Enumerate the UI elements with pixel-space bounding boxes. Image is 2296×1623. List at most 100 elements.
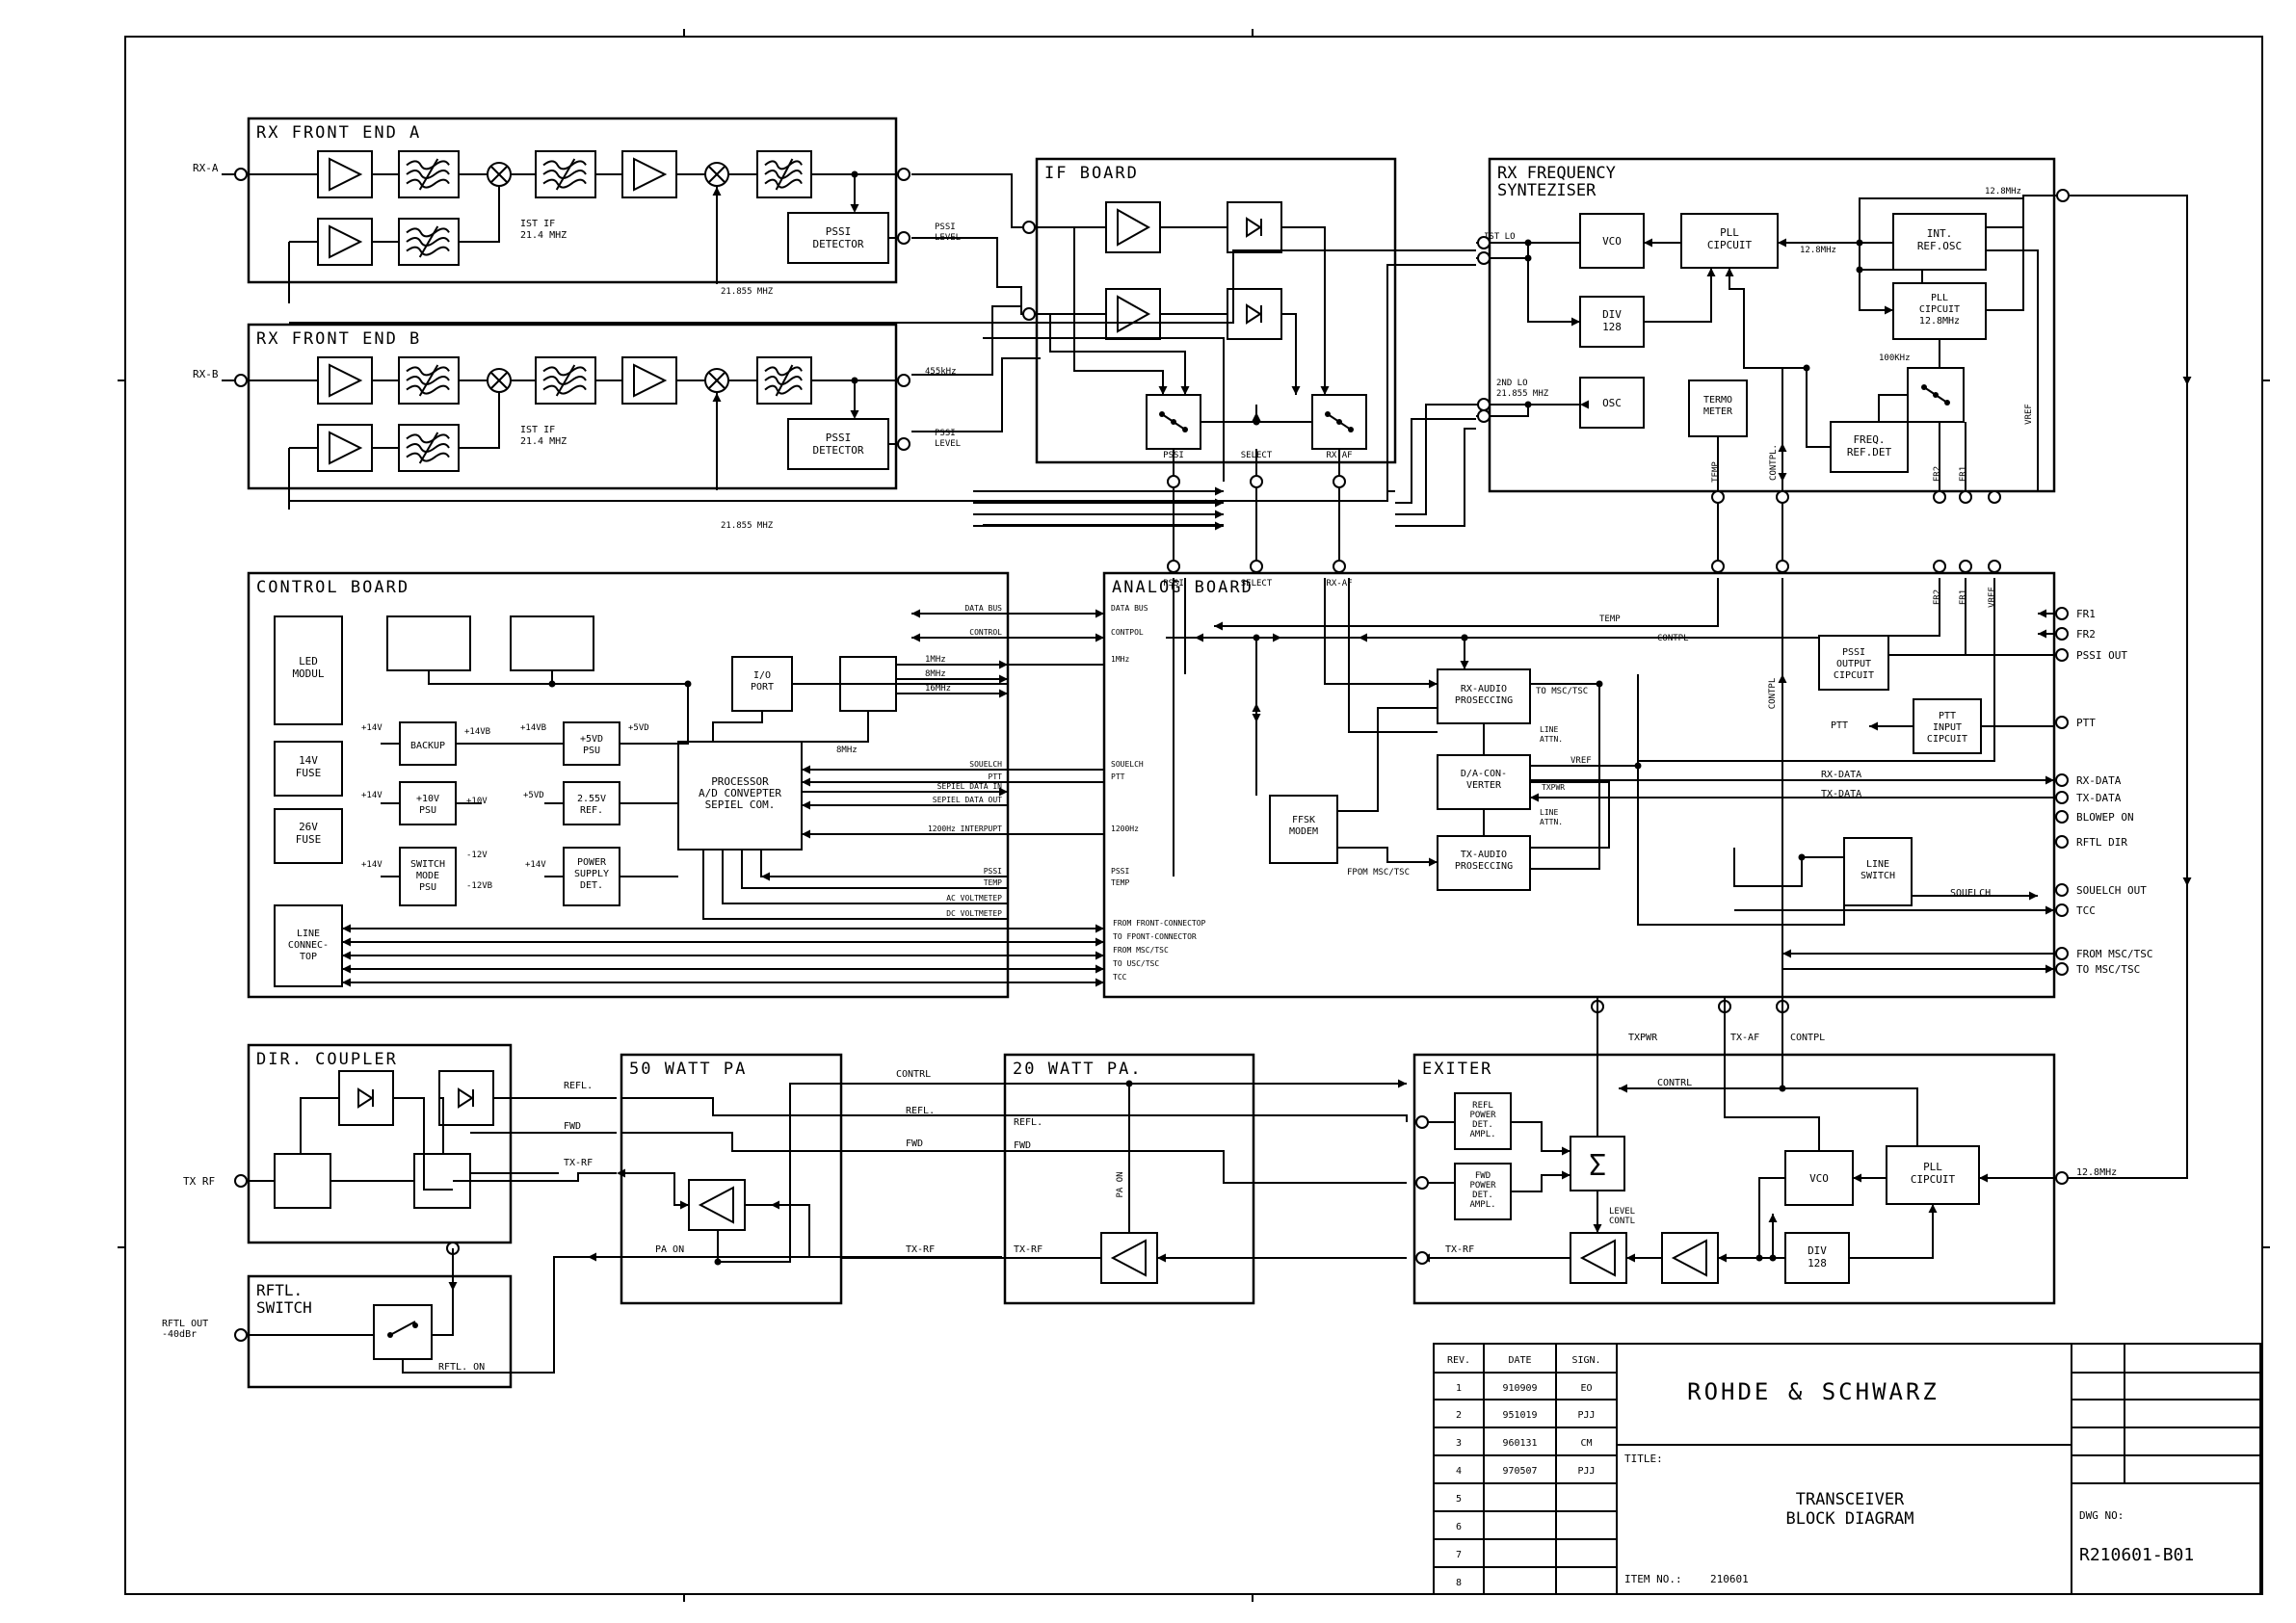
right-port-label: PSSI OUT (2076, 649, 2127, 662)
title-block-header: SIGN. (1571, 1355, 1600, 1366)
signal-line (1781, 1007, 1918, 1146)
refl-label: REFL. (1014, 1117, 1042, 1128)
arrow-head (999, 660, 1008, 669)
vco-label: VCO (1602, 235, 1622, 248)
diode-icon (1246, 217, 1262, 238)
arrow-head (1562, 1170, 1570, 1180)
vref-label: VREF (2024, 404, 2034, 425)
dir-coupler-board-title: DIR. COUPLER (256, 1050, 398, 1069)
drawing-title: BLOCK DIAGRAM (1785, 1509, 1913, 1529)
arrow-head (911, 633, 920, 642)
pa-50w-board-title: 50 WATT PA (629, 1060, 747, 1079)
signal-line (911, 305, 1021, 376)
arrow-head (1095, 964, 1104, 974)
tx-rf-label: TX-RF (906, 1244, 935, 1255)
voltage-label: +14VB (464, 727, 490, 737)
pssi-level-label: LEVEL (935, 439, 961, 449)
fwd-power-label: FWD (1475, 1171, 1491, 1181)
arrow-head (1095, 937, 1104, 947)
revision-cell: 960131 (1502, 1438, 1537, 1449)
voltage-label: +14V (361, 723, 383, 733)
vertical-connector-port (1333, 560, 1346, 573)
filter-slash-icon (418, 364, 439, 397)
exiter-board-title: EXITER (1422, 1060, 1492, 1079)
signal-line (1986, 198, 2024, 228)
voltage-label: +14V (361, 791, 383, 800)
arrow-head (1580, 400, 1589, 409)
arrow-head (1778, 238, 1786, 248)
junction-dot (1461, 634, 1468, 641)
rftl-out-label: RFTL OUT (162, 1319, 208, 1329)
arrow-head (1320, 386, 1330, 395)
analog-line-label: 1200Hz (1111, 825, 1139, 833)
2nd-lo-label: 21.855 MHZ (1496, 389, 1549, 399)
led-module-label: LED (299, 655, 318, 668)
rx-front-end-b-board (247, 323, 898, 490)
8mhz-label: 8MHz (836, 746, 858, 755)
synth-port (1477, 409, 1491, 423)
arrow-head (1626, 1253, 1635, 1263)
signal-line (402, 1256, 588, 1374)
junction-dot (1634, 762, 1642, 770)
signal-line (1476, 405, 1529, 417)
diode-icon (1246, 303, 1262, 325)
if-detector-a (1227, 201, 1282, 253)
vco-label: VCO (1809, 1172, 1829, 1185)
div-label: DIV (1808, 1244, 1827, 1257)
revision-cell: EO (1580, 1383, 1592, 1394)
ist-if-label: 21.4 MHZ (520, 436, 567, 447)
arrow-head (1593, 1224, 1602, 1233)
voltage-label: +5VD (523, 791, 544, 800)
signal-line (712, 711, 763, 742)
filter-wave-icon (542, 366, 587, 377)
arrow-head (342, 964, 351, 974)
item-no-value: 210601 (1710, 1573, 1749, 1585)
voltage-label: +5VD (628, 723, 649, 733)
arrow-head (1928, 1204, 1938, 1213)
signal-line (432, 1248, 454, 1336)
voltage-label: -12V (466, 851, 488, 860)
ptt-input-circuit-label: CIPCUIT (1927, 734, 1967, 745)
revision-cell: 951019 (1502, 1410, 1537, 1421)
contrl-label: CONTRL (896, 1069, 931, 1080)
filter-wave-icon (406, 246, 450, 256)
filter-wave-icon (406, 452, 450, 462)
pssi-detector-label: PSSI (826, 432, 852, 444)
control-line-label: SEPIEL DATA IN (937, 782, 1003, 791)
amplifier-triangle-icon (633, 157, 668, 192)
signal-line (389, 1321, 416, 1336)
signal-line (741, 850, 1008, 889)
signal-line (621, 1097, 1408, 1122)
lo-21855-label: 21.855 MHZ (721, 287, 774, 297)
synth-port (1477, 236, 1491, 249)
right-edge-port (2055, 810, 2069, 824)
filter-wave-icon (406, 384, 450, 395)
amplifier-triangle-icon (329, 157, 363, 192)
revision-cell: PJJ (1577, 1466, 1595, 1477)
fuse-26v-block (274, 808, 343, 864)
filter-slash-icon (555, 364, 576, 397)
voltage-label: +14VB (520, 723, 546, 733)
filter-wave-icon (764, 178, 803, 189)
vertical-connector-port (1959, 560, 1972, 573)
power-supply-det-label: DET. (580, 880, 603, 891)
line-attn-label: LINE (1540, 808, 1558, 817)
tx-af-label: TX-AF (1730, 1033, 1759, 1043)
signal-line (1733, 848, 1803, 887)
arrow-head (1778, 473, 1787, 482)
io-port-label: I/O (753, 670, 771, 681)
signal-line (289, 264, 1476, 502)
arrow-head (2182, 377, 2192, 385)
tx-rf-port (234, 1174, 248, 1188)
backup-label: BACKUP (410, 741, 445, 751)
right-edge-port (2055, 791, 2069, 804)
arrow-head (1095, 978, 1104, 987)
vertical-connector-port (1167, 475, 1180, 488)
level-contl-label: LEVEL (1609, 1207, 1635, 1217)
coupler-port-block (274, 1153, 331, 1209)
arrow-head (1869, 721, 1878, 731)
switch-mode-psu-label: SWITCH (410, 859, 445, 870)
arrow-head (1778, 674, 1787, 683)
filter-slash-icon (775, 364, 794, 397)
